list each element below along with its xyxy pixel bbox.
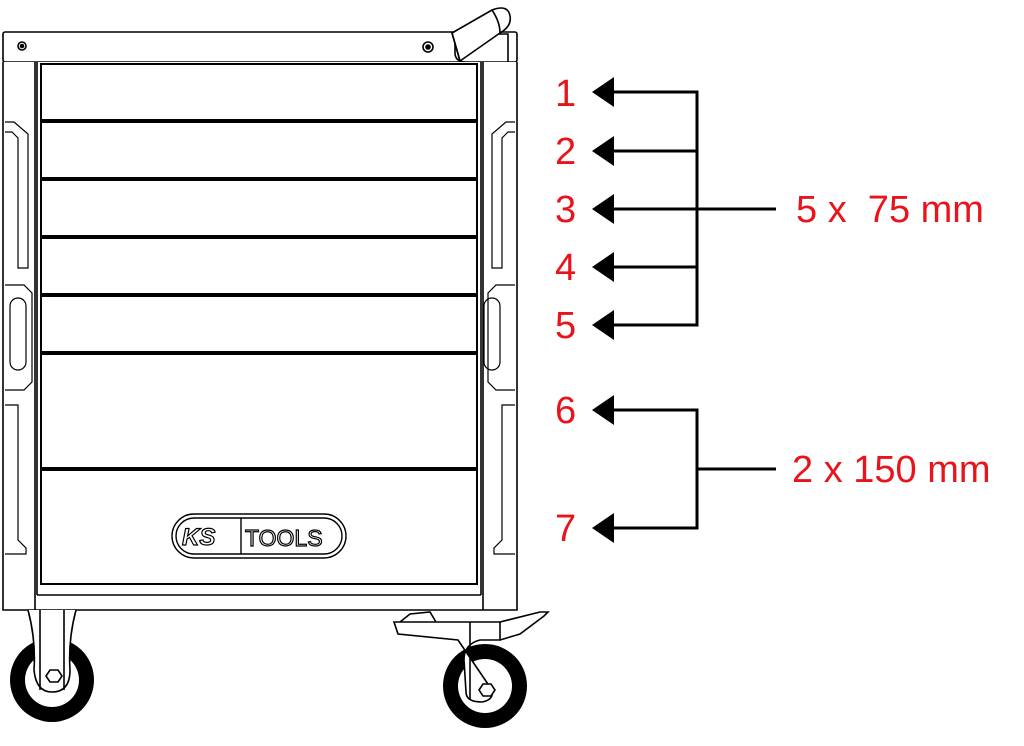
arrow-icon bbox=[592, 194, 614, 224]
ks-tools-logo bbox=[171, 513, 347, 559]
drawer-7 bbox=[40, 469, 478, 585]
logo-text-ks: KS bbox=[182, 524, 215, 551]
push-handle bbox=[422, 7, 512, 63]
drawer-number-3: 3 bbox=[555, 189, 577, 231]
arrow-icon bbox=[592, 136, 614, 166]
drawer-number-2: 2 bbox=[555, 131, 577, 173]
drawer-number-6: 6 bbox=[555, 390, 577, 432]
arrow-icon bbox=[592, 513, 614, 543]
cabinet-body bbox=[2, 62, 518, 611]
drawer-number-5: 5 bbox=[555, 305, 577, 347]
left-side-grips bbox=[5, 121, 33, 555]
dimension-leaders bbox=[608, 90, 776, 530]
fixed-castor bbox=[10, 609, 94, 722]
drawer-2 bbox=[40, 121, 478, 179]
right-side-grips bbox=[483, 121, 515, 555]
swivel-castor-with-brake bbox=[392, 611, 550, 728]
drawer-number-7: 7 bbox=[555, 508, 577, 550]
arrowheads bbox=[592, 77, 614, 543]
arrow-icon bbox=[592, 395, 614, 425]
drawer-3 bbox=[40, 179, 478, 237]
drawer-6 bbox=[40, 353, 478, 469]
drawer-1 bbox=[40, 63, 478, 121]
drawer-4 bbox=[40, 237, 478, 295]
drawer-number-1: 1 bbox=[555, 73, 577, 115]
drawers bbox=[40, 63, 478, 585]
worktop bbox=[2, 31, 518, 63]
logo-text-tools: TOOLS bbox=[245, 525, 323, 551]
group-label-75mm: 5 x 75 mm bbox=[796, 189, 984, 231]
group-150-bracket bbox=[608, 408, 699, 530]
group-label-150mm: 2 x 150 mm bbox=[792, 449, 991, 491]
drawer-number-4: 4 bbox=[555, 247, 577, 289]
drawer-5 bbox=[40, 295, 478, 353]
arrow-icon bbox=[592, 252, 614, 282]
arrow-icon bbox=[592, 310, 614, 340]
arrow-icon bbox=[592, 77, 614, 107]
